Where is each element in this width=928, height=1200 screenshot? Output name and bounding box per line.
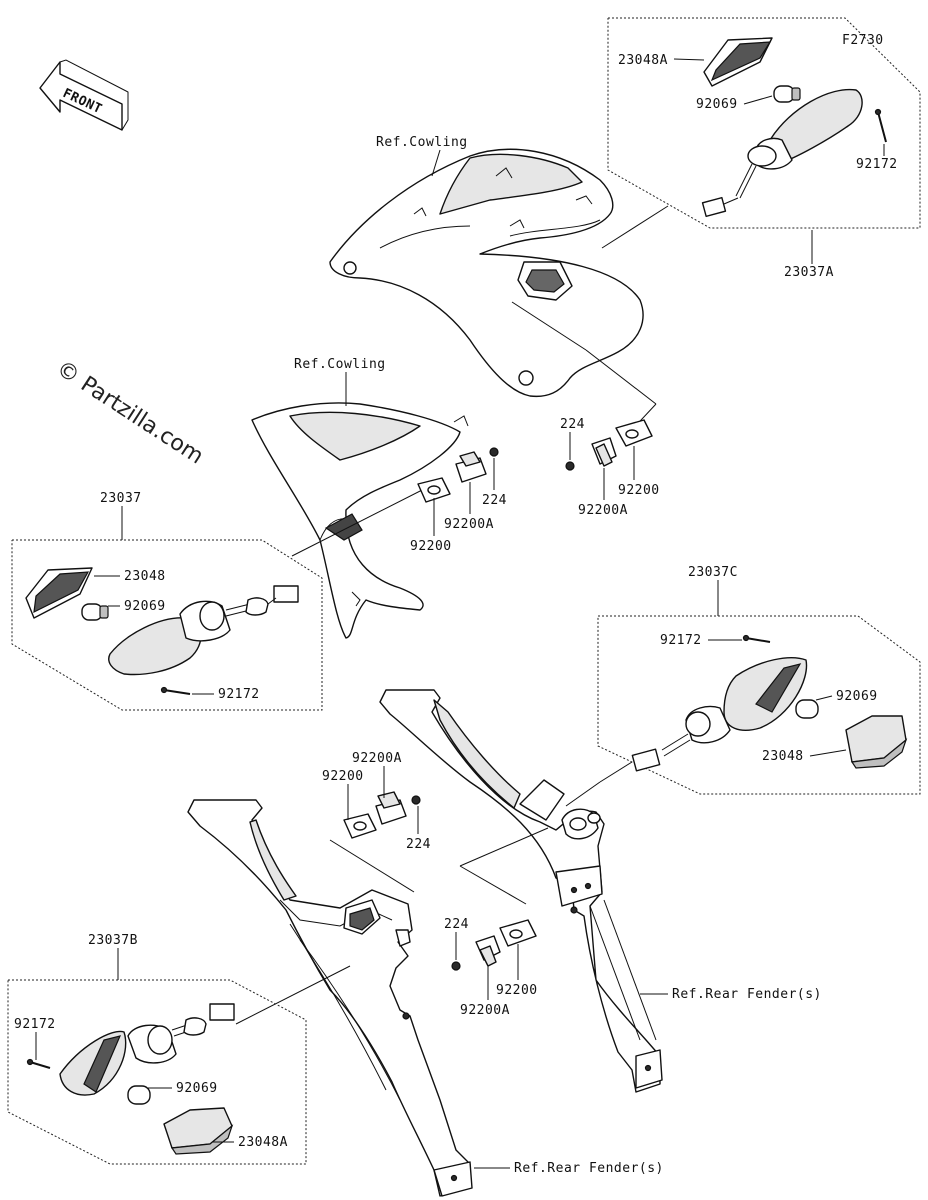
bulb-92069-left [81, 603, 109, 621]
screw-92172-top [874, 108, 887, 143]
signal-housing-23037a [701, 88, 863, 218]
mount-rear-left [343, 791, 421, 839]
mount-front-right [565, 419, 653, 471]
front-arrow-icon: FRONT [39, 59, 129, 131]
label-ref-cowling-upper: Ref.Cowling [376, 135, 468, 150]
assembly-23037-box [11, 539, 323, 711]
label-224-rear-left: 224 [406, 837, 431, 852]
ref-rear-fender-left-part [187, 799, 473, 1197]
signal-housing-23037c [631, 657, 808, 772]
ref-rear-fender-right-part [379, 689, 663, 1093]
bulb-92069-top [773, 85, 801, 103]
screw-92172-left [160, 686, 191, 695]
label-ref-rear-fender-right: Ref.Rear Fender(s) [672, 987, 822, 1002]
figure-code: F2730 [842, 33, 884, 48]
label-92069-top: 92069 [696, 97, 738, 112]
assembly-23037c-box [597, 615, 921, 795]
label-23048-right: 23048 [762, 749, 804, 764]
bolt-224-front-left [489, 447, 499, 457]
bulb-92069-bottom [127, 1085, 151, 1105]
bracket-92200a-front-left [455, 451, 487, 483]
screw-92172-bottom [26, 1058, 51, 1069]
label-23037a: 23037A [784, 265, 834, 280]
lens-23048a-bottom [163, 1107, 234, 1155]
lens-23048a-top [703, 37, 773, 87]
bracket-92200a-rear-right [475, 935, 501, 967]
signal-housing-23037 [108, 585, 299, 676]
label-23037c: 23037C [688, 565, 738, 580]
bracket-92200a-rear-left [375, 791, 407, 825]
label-92200-rear-left: 92200 [322, 769, 364, 784]
signal-housing-23037b [59, 1003, 235, 1096]
label-23037b: 23037B [88, 933, 138, 948]
label-92200-front-right: 92200 [618, 483, 660, 498]
label-224-rear-right: 224 [444, 917, 469, 932]
label-92069-left: 92069 [124, 599, 166, 614]
label-92200-rear-right: 92200 [496, 983, 538, 998]
label-92172-left: 92172 [218, 687, 260, 702]
ref-cowling-lower-part [251, 402, 469, 639]
label-92200a-rear-right: 92200A [460, 1003, 510, 1018]
label-224-front-left: 224 [482, 493, 507, 508]
plate-92200-front-right [615, 419, 653, 447]
assembly-23037a-box [607, 17, 921, 229]
label-92172-top: 92172 [856, 157, 898, 172]
label-23048a-top: 23048A [618, 53, 668, 68]
label-92069-right: 92069 [836, 689, 878, 704]
label-92172-bottom: 92172 [14, 1017, 56, 1032]
bolt-224-rear-right [451, 961, 461, 971]
bolt-224-front-right [565, 461, 575, 471]
mount-front-left [417, 447, 499, 503]
label-ref-cowling-lower: Ref.Cowling [294, 357, 386, 372]
label-92200a-rear-left: 92200A [352, 751, 402, 766]
assembly-23037b-box [7, 979, 307, 1165]
label-92200-front-left: 92200 [410, 539, 452, 554]
label-23037: 23037 [100, 491, 142, 506]
plate-92200-rear-right [499, 919, 537, 947]
lens-23048-right [845, 715, 908, 769]
mount-rear-right [451, 919, 537, 971]
bolt-224-rear-left [411, 795, 421, 805]
label-23048a-bottom: 23048A [238, 1135, 288, 1150]
label-224-front-right: 224 [560, 417, 585, 432]
label-92200a-front-right: 92200A [578, 503, 628, 518]
screw-92172-right [742, 634, 771, 643]
bracket-92200a-front-right [591, 437, 617, 467]
label-23048-left: 23048 [124, 569, 166, 584]
label-ref-rear-fender-left: Ref.Rear Fender(s) [514, 1161, 664, 1176]
bulb-92069-right [795, 699, 819, 719]
label-92200a-front-left: 92200A [444, 517, 494, 532]
plate-92200-front-left [417, 477, 451, 503]
label-92172-right: 92172 [660, 633, 702, 648]
lens-23048-left [25, 567, 93, 619]
plate-92200-rear-left [343, 813, 377, 839]
ref-cowling-upper-part [329, 148, 644, 398]
watermark: © Partzilla.com [52, 356, 208, 469]
label-92069-bottom: 92069 [176, 1081, 218, 1096]
